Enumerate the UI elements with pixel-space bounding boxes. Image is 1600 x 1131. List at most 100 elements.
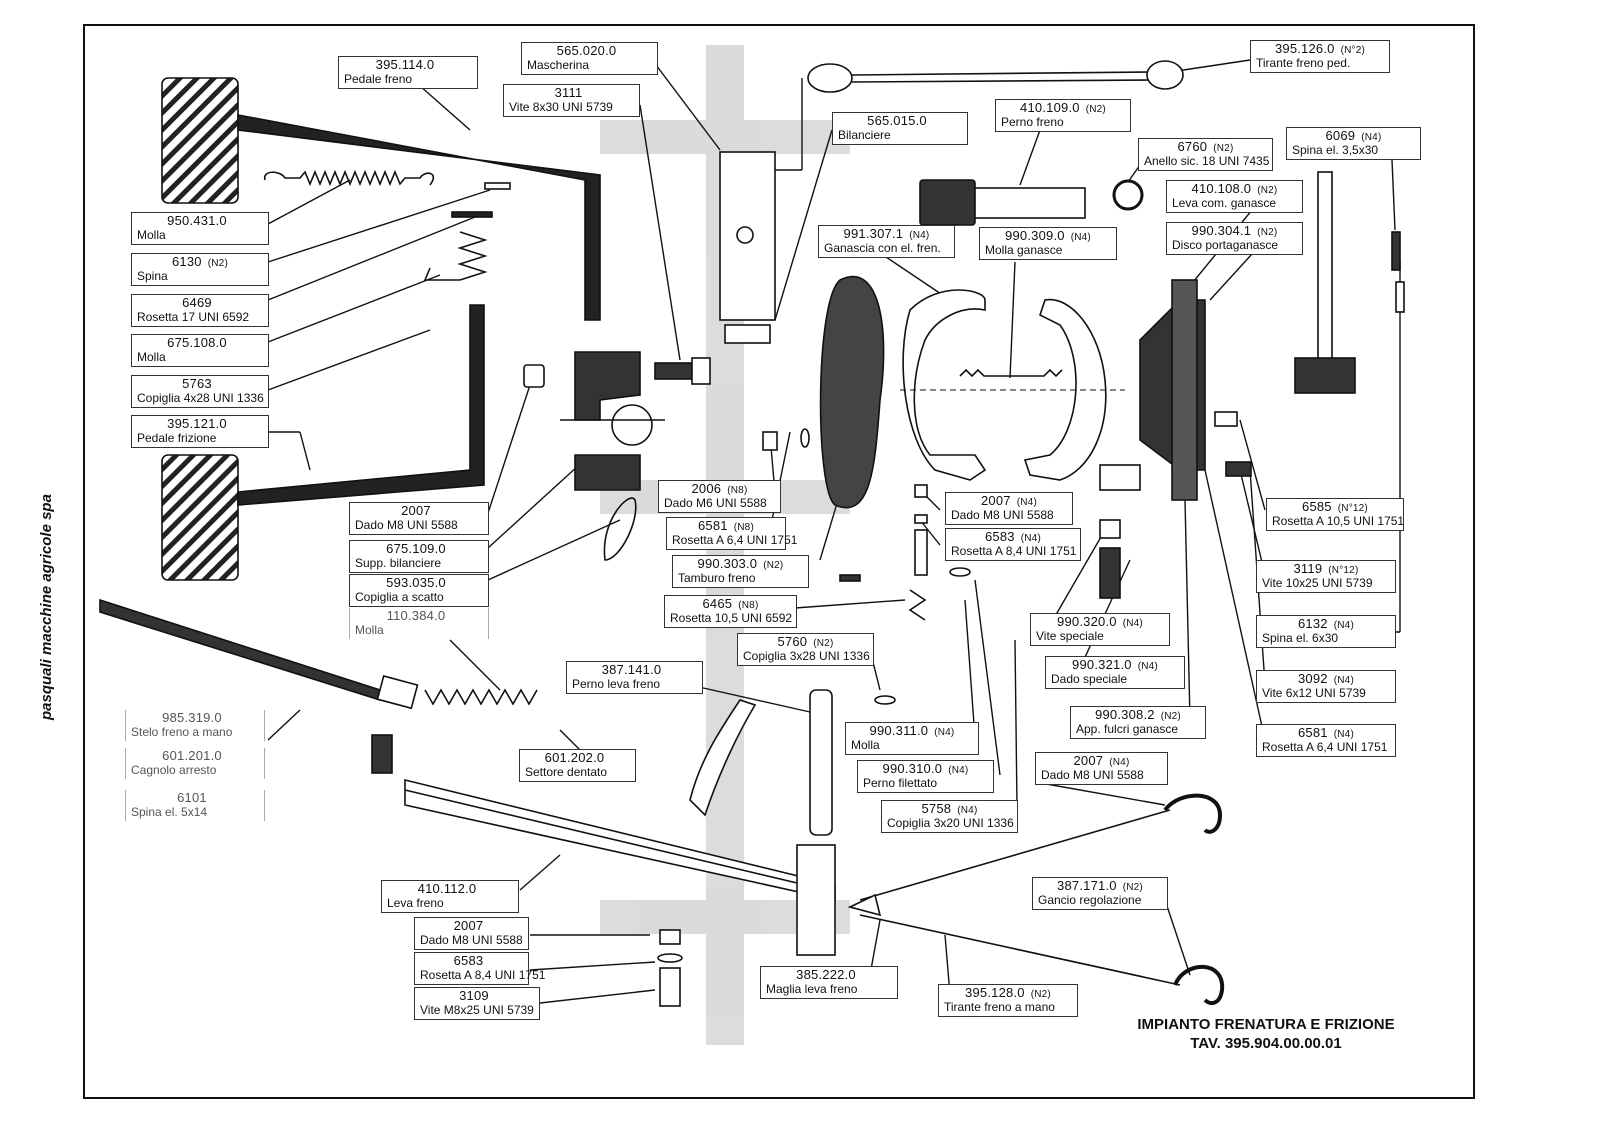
spring-110384 xyxy=(424,688,538,706)
circlip-6760 xyxy=(1112,179,1144,211)
brake-pin-head xyxy=(919,179,976,226)
handbrake-stem xyxy=(99,598,381,702)
part-label-990311: 990.311.0(N4) Molla xyxy=(845,722,979,755)
screw-3109 xyxy=(659,967,681,1007)
part-label-395128: 395.128.0(N2) Tirante freno a mano xyxy=(938,984,1078,1017)
part-label-990308: 990.308.2(N2) App. fulcri ganasce xyxy=(1070,706,1206,739)
part-label-565020: 565.020.0 Mascherina xyxy=(521,42,658,75)
shoe-lever-block xyxy=(1294,357,1356,394)
spring-950431 xyxy=(263,169,435,187)
brake-rod-eye-right xyxy=(1146,60,1184,90)
brake-pedal-arm xyxy=(237,114,601,321)
nut-2007 xyxy=(523,364,545,388)
clutch-pedal-arm xyxy=(237,304,485,506)
shoe-lever-shaft xyxy=(1317,171,1333,363)
part-label-6130: 6130(N2) Spina xyxy=(131,253,269,286)
hook-bottom xyxy=(1173,964,1225,1005)
lever-link xyxy=(796,844,836,956)
brake-shoe-right xyxy=(1023,298,1107,481)
drawing-frame xyxy=(83,24,1475,1099)
brake-shoe-left xyxy=(902,289,987,481)
screw-3092 xyxy=(1225,461,1252,477)
part-label-675109: 675.109.0 Supp. bilanciere xyxy=(349,540,489,573)
part-label-6581-n4: 6581(N4) Rosetta A 6,4 UNI 1751 xyxy=(1256,724,1396,757)
part-label-990310: 990.310.0(N4) Perno filettato xyxy=(857,760,994,793)
part-label-395126: 395.126.0(N°2) Tirante freno ped. xyxy=(1250,40,1390,73)
part-label-2006: 2006(N8) Dado M6 UNI 5588 xyxy=(658,480,781,513)
part-label-6069: 6069(N4) Spina el. 3,5x30 xyxy=(1286,127,1421,160)
spring-pin-6132 xyxy=(1395,281,1405,313)
part-shapes xyxy=(99,60,1405,1007)
spring-pin-6101 xyxy=(371,734,393,774)
part-label-6760: 6760(N2) Anello sic. 18 UNI 7435 xyxy=(1138,138,1273,171)
bolt-3111 xyxy=(654,362,696,380)
company-name: pasquali macchine agricole spa xyxy=(38,494,55,720)
part-label-6581-n8: 6581(N8) Rosetta A 6,4 UNI 1751 xyxy=(666,517,797,550)
toothed-sector xyxy=(689,699,757,817)
washer-6583-bottom xyxy=(657,953,683,963)
part-label-3109: 3109 Vite M8x25 UNI 5739 xyxy=(414,987,540,1020)
part-label-395114: 395.114.0 Pedale freno xyxy=(338,56,478,89)
part-label-3119: 3119(N°12) Vite 10x25 UNI 5739 xyxy=(1256,560,1396,593)
spring-675108 xyxy=(457,231,488,281)
snap-pin-593035 xyxy=(603,497,637,561)
part-label-3092: 3092(N4) Vite 6x12 UNI 5739 xyxy=(1256,670,1396,703)
part-label-395121: 395.121.0 Pedale frizione xyxy=(131,415,269,448)
part-label-387141: 387.141.0 Perno leva freno xyxy=(566,661,703,694)
clutch-pedal-pad xyxy=(161,454,239,581)
part-label-2007-b: 2007 Dado M8 UNI 5588 xyxy=(414,917,529,950)
part-label-410112: 410.112.0 Leva freno xyxy=(381,880,519,913)
part-label-601201: 601.201.0 Cagnolo arresto xyxy=(125,748,265,779)
washer-6581 xyxy=(800,428,810,448)
special-nut xyxy=(1099,519,1121,539)
part-label-2007-a: 2007 Dado M8 UNI 5588 xyxy=(349,502,489,535)
nut-2006 xyxy=(762,431,778,451)
drawing-title-line1: IMPIANTO FRENATURA E FRIZIONE xyxy=(1137,1016,1395,1033)
rocker-support-bottom xyxy=(574,454,641,491)
rocker-565015 xyxy=(724,324,771,344)
brake-pedal-pad xyxy=(161,77,239,204)
part-label-410109: 410.109.0(N2) Perno freno xyxy=(995,99,1131,132)
part-label-990320: 990.320.0(N4) Vite speciale xyxy=(1030,613,1170,646)
part-label-5758: 5758(N4) Copiglia 3x20 UNI 1336 xyxy=(881,800,1018,833)
part-label-385222: 385.222.0 Maglia leva freno xyxy=(760,966,898,999)
lever-pin xyxy=(809,689,833,836)
shoe-fulcrum xyxy=(1099,464,1141,491)
part-label-601202: 601.202.0 Settore dentato xyxy=(519,749,636,782)
hook-top xyxy=(1163,793,1223,834)
pawl-601201 xyxy=(376,675,419,710)
pin-6130 xyxy=(484,182,511,190)
part-label-565015: 565.015.0 Bilanciere xyxy=(832,112,968,145)
shoe-spring xyxy=(959,368,1063,378)
part-label-2007-n4: 2007(N4) Dado M8 UNI 5588 xyxy=(945,492,1073,525)
threaded-pin xyxy=(914,529,928,576)
drawing-number: TAV. 395.904.00.00.01 xyxy=(1190,1035,1342,1052)
part-label-5760: 5760(N2) Copiglia 3x28 UNI 1336 xyxy=(737,633,874,666)
part-label-410108: 410.108.0(N2) Leva com. ganasce xyxy=(1166,180,1303,213)
special-screw xyxy=(1099,547,1121,599)
bolt-3119 xyxy=(1214,411,1238,427)
drawing-title: IMPIANTO FRENATURA E FRIZIONE TAV. 395.9… xyxy=(1105,1015,1427,1053)
part-label-991307: 991.307.1(N4) Ganascia con el. fren. xyxy=(818,225,955,258)
part-label-110384: 110.384.0 Molla xyxy=(349,608,489,639)
spring-pin-6069 xyxy=(1391,231,1401,271)
part-label-3111: 3111 Vite 8x30 UNI 5739 xyxy=(503,84,640,117)
brake-rod-eye-left xyxy=(807,63,853,93)
part-label-6583: 6583 Rosetta A 8,4 UNI 1751 xyxy=(414,952,545,985)
brake-pin-shaft xyxy=(974,187,1086,219)
part-label-990303: 990.303.0(N2) Tamburo freno xyxy=(672,555,809,588)
part-label-5763: 5763 Copiglia 4x28 UNI 1336 xyxy=(131,375,269,408)
part-label-6132: 6132(N4) Spina el. 6x30 xyxy=(1256,615,1396,648)
part-label-593035: 593.035.0 Copiglia a scatto xyxy=(349,574,489,607)
nut-2007-bottom xyxy=(659,929,681,945)
part-label-950431: 950.431.0 Molla xyxy=(131,212,269,245)
part-label-6469: 6469 Rosetta 17 UNI 6592 xyxy=(131,294,269,327)
part-label-990309: 990.309.0(N4) Molla ganasce xyxy=(979,227,1117,260)
part-label-2007-n4-b: 2007(N4) Dado M8 UNI 5588 xyxy=(1035,752,1168,785)
part-label-985319: 985.319.0 Stelo freno a mano xyxy=(125,710,265,741)
part-label-6585: 6585(N°12) Rosetta A 10,5 UNI 1751 xyxy=(1266,498,1404,531)
leader-lines xyxy=(267,59,1401,1004)
part-label-387171: 387.171.0(N2) Gancio regolazione xyxy=(1032,877,1168,910)
